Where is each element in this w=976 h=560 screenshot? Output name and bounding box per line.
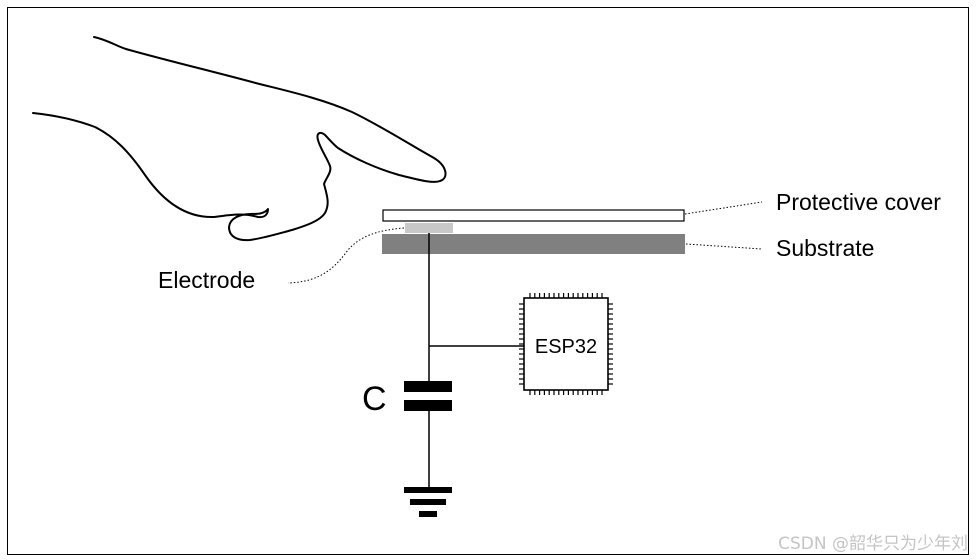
substrate-leader-line: [685, 243, 763, 250]
electrode-pad: [405, 223, 453, 233]
chip-pins: [519, 293, 613, 395]
capacitor-icon: [404, 381, 452, 411]
diagram-frame: [7, 7, 969, 555]
protective-cover-layer: [382, 209, 685, 222]
ground-icon: [404, 487, 452, 517]
cover-leader-line: [684, 201, 763, 215]
electrode-leader-line: [287, 227, 405, 284]
chip-label: ESP32: [535, 336, 597, 358]
chip-body: [523, 297, 609, 391]
electrode-label: Electrode: [158, 267, 255, 293]
substrate-layer: [382, 234, 685, 254]
watermark: CSDN @韶华只为少年刘: [778, 534, 968, 554]
finger-icon: [32, 36, 447, 242]
substrate-label: Substrate: [776, 235, 874, 261]
capacitor-label: C: [362, 380, 387, 418]
circuit-wires: [428, 233, 524, 488]
leader-lines: [287, 201, 763, 284]
esp32-chip-icon: ESP32: [519, 293, 613, 395]
protective-cover-label: Protective cover: [776, 189, 941, 215]
